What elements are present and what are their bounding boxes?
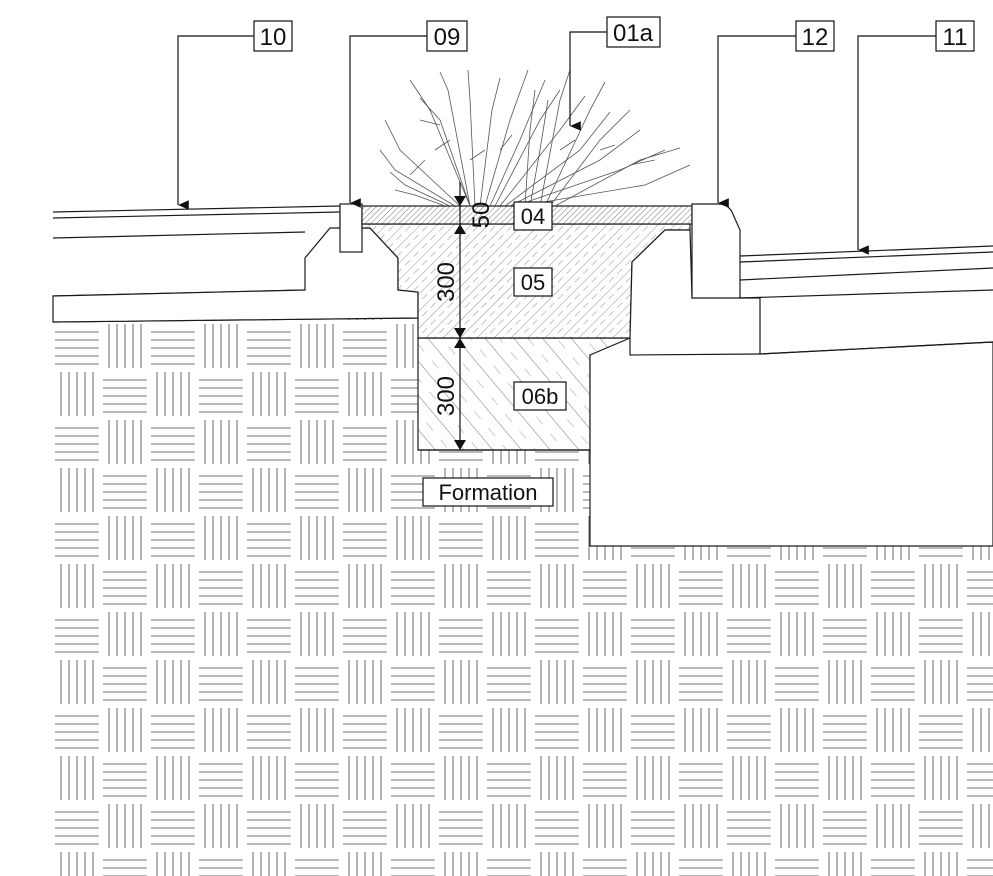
label-06b-text: 06b (522, 384, 559, 409)
callout-11-label: 11 (943, 24, 968, 51)
label-04: 04 (513, 201, 553, 231)
dim-300-lower: 300 (433, 376, 460, 416)
label-05-text: 05 (521, 270, 545, 295)
callout-01a-label: 01a (613, 20, 654, 47)
formation-tag: Formation (422, 477, 554, 507)
callout-12: 12 (717, 20, 835, 208)
callout-01a: 01a (569, 16, 661, 131)
right-haunch-step (629, 338, 761, 356)
callout-11: 11 (857, 20, 975, 255)
callout-12-label: 12 (802, 24, 829, 51)
callout-09-label: 09 (434, 24, 461, 51)
label-05: 05 (513, 267, 553, 297)
ground-hatch (53, 318, 993, 876)
right-pavement (739, 245, 993, 355)
dim-50: 50 (468, 202, 495, 229)
callout-10: 10 (177, 20, 293, 210)
label-06b: 06b (513, 381, 567, 411)
planting-sketch (379, 69, 691, 207)
dim-300-upper: 300 (433, 262, 460, 302)
left-edging (339, 203, 363, 253)
dimension-lines (454, 182, 466, 450)
formation-label: Formation (438, 480, 537, 505)
label-04-text: 04 (521, 204, 545, 229)
callout-09: 09 (349, 20, 468, 208)
right-kerb (691, 203, 741, 299)
callout-10-label: 10 (260, 24, 287, 51)
